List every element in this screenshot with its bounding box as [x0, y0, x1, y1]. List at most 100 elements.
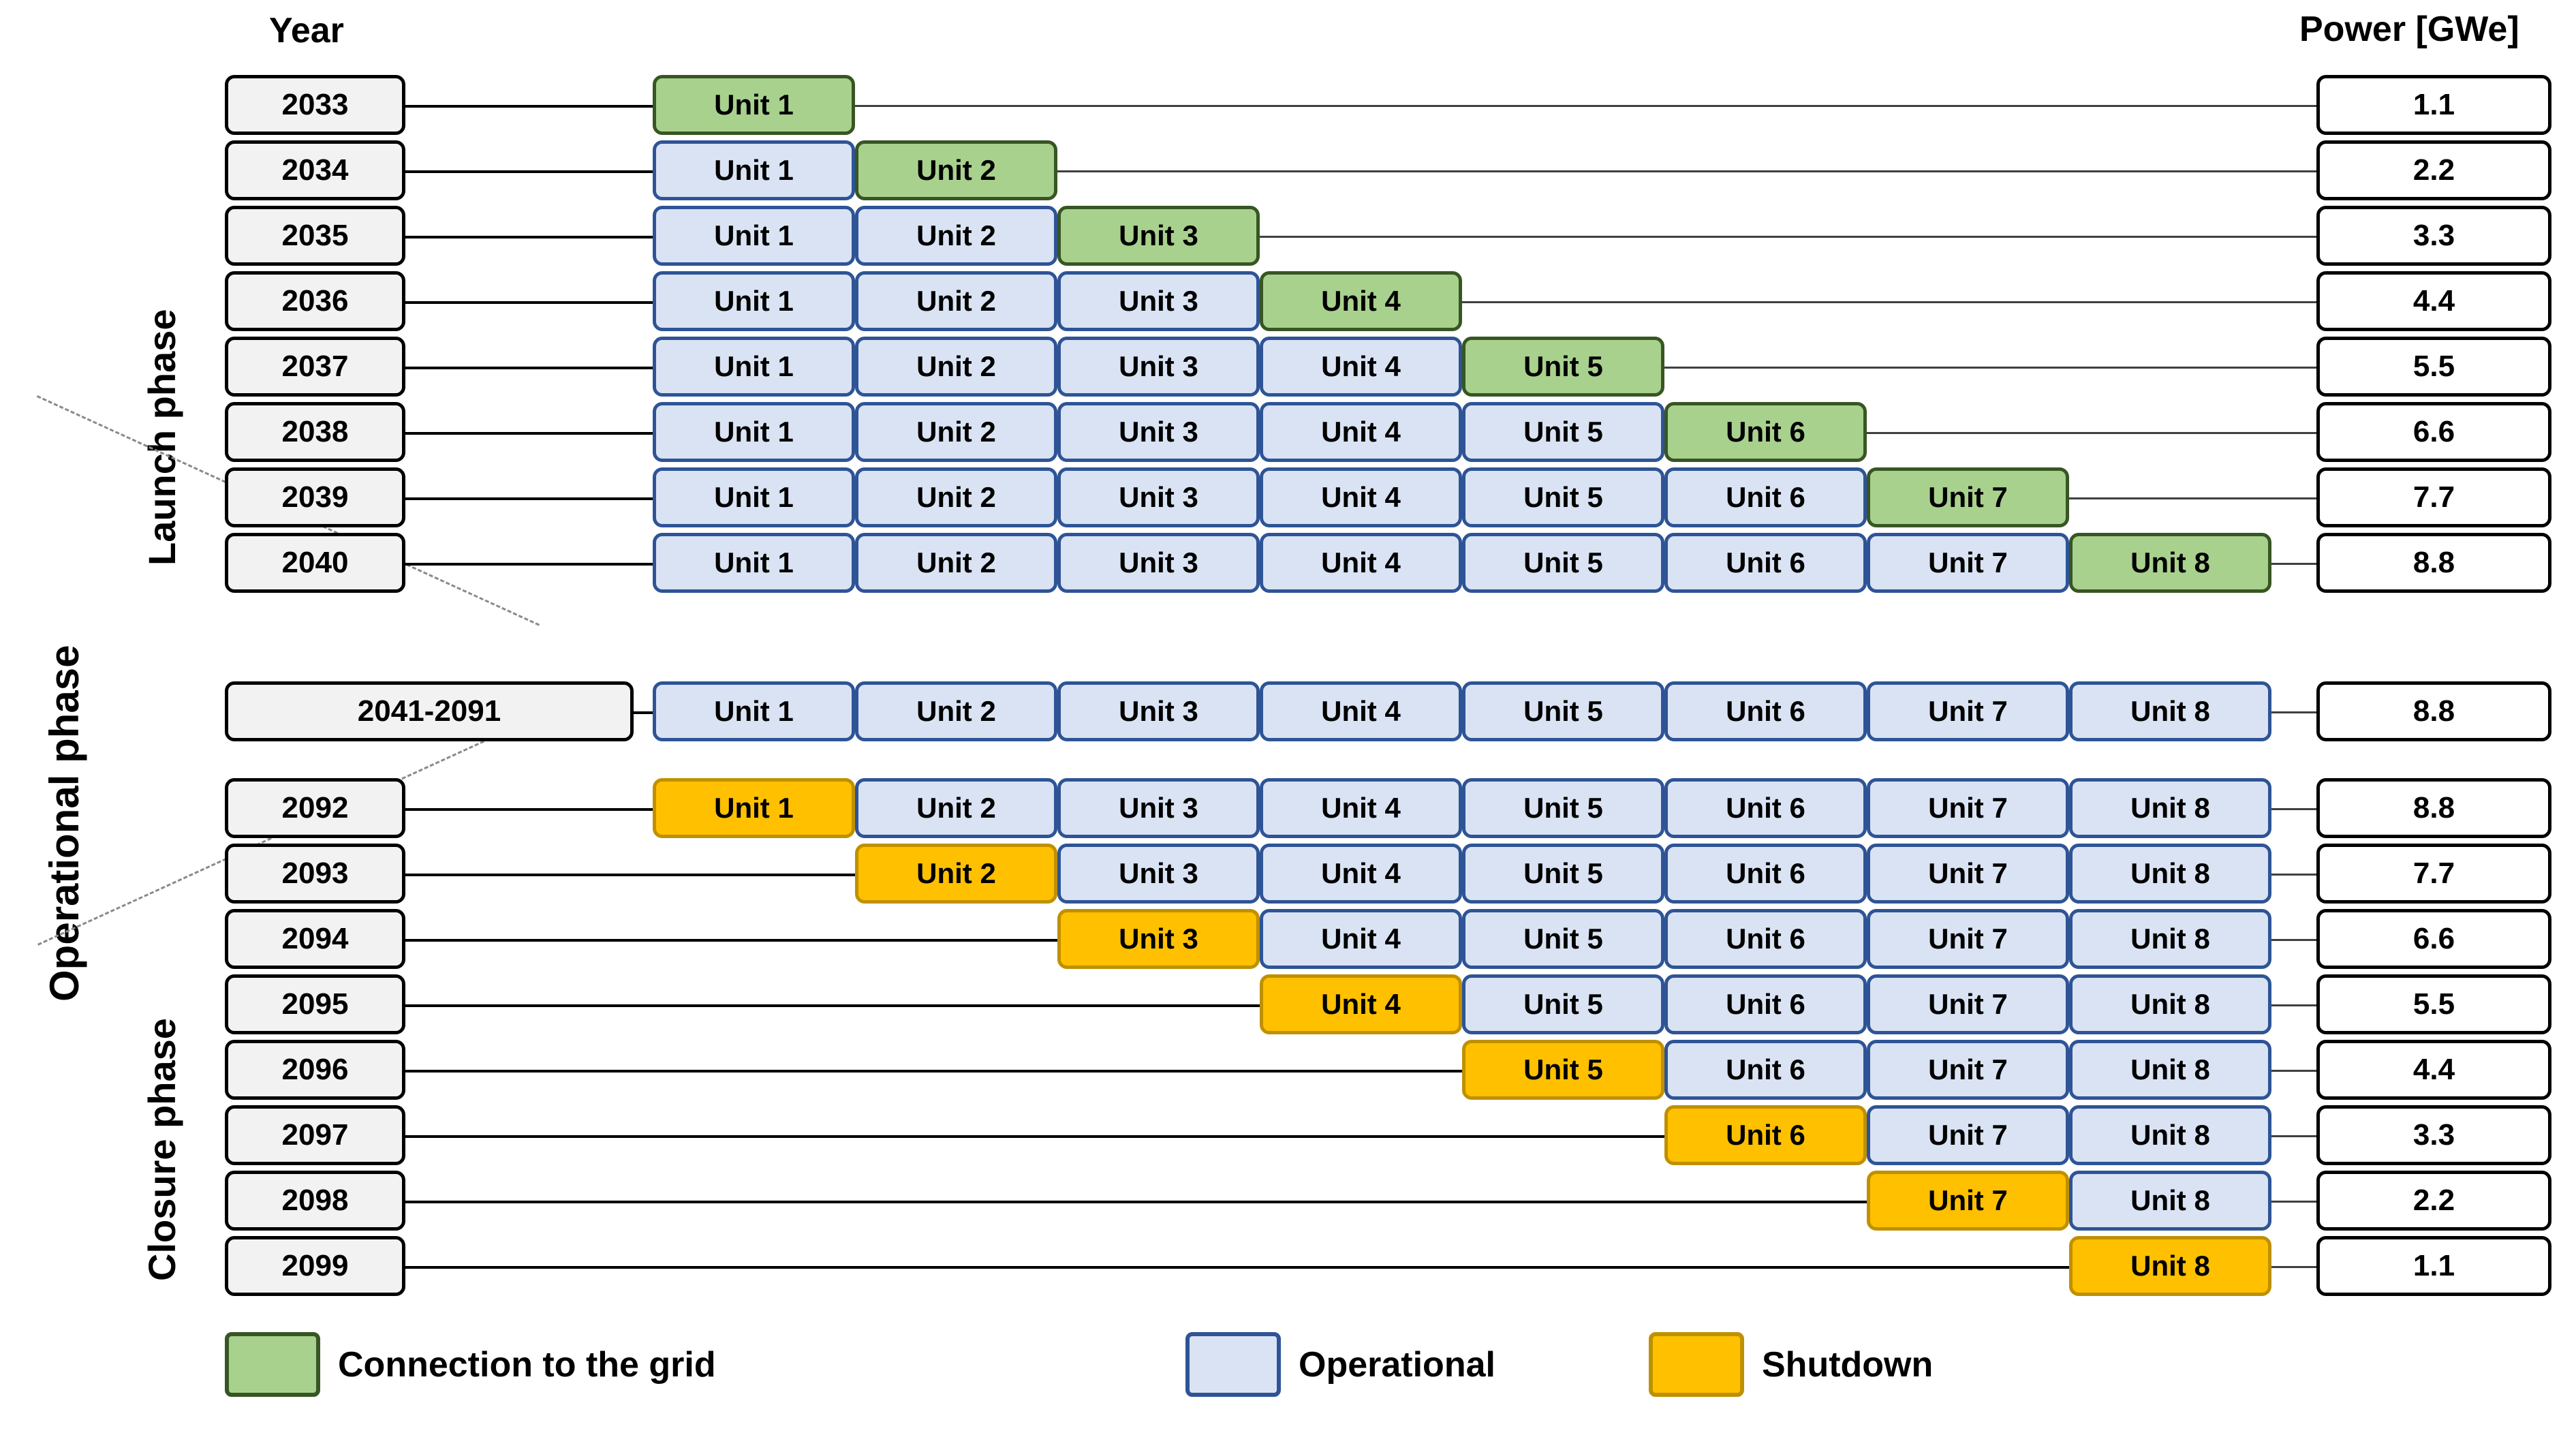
unit-box[interactable]: Unit 8 [2069, 1171, 2271, 1231]
unit-box[interactable]: Unit 5 [1462, 844, 1664, 904]
unit-box[interactable]: Unit 2 [855, 402, 1057, 462]
unit-box[interactable]: Unit 2 [855, 337, 1057, 397]
unit-box[interactable]: Unit 1 [653, 681, 855, 741]
unit-box[interactable]: Unit 4 [1260, 974, 1462, 1034]
unit-box[interactable]: Unit 7 [1867, 974, 2069, 1034]
unit-box[interactable]: Unit 1 [653, 778, 855, 838]
power-box[interactable]: 1.1 [2316, 75, 2551, 135]
unit-box[interactable]: Unit 4 [1260, 337, 1462, 397]
unit-box[interactable]: Unit 4 [1260, 909, 1462, 969]
year-box[interactable]: 2035 [225, 206, 405, 266]
unit-box[interactable]: Unit 3 [1057, 271, 1260, 331]
year-box[interactable]: 2097 [225, 1105, 405, 1165]
year-box[interactable]: 2096 [225, 1040, 405, 1100]
power-box[interactable]: 7.7 [2316, 844, 2551, 904]
unit-box[interactable]: Unit 1 [653, 206, 855, 266]
unit-box[interactable]: Unit 6 [1664, 402, 1867, 462]
unit-box[interactable]: Unit 4 [1260, 681, 1462, 741]
unit-box[interactable]: Unit 4 [1260, 533, 1462, 593]
unit-box[interactable]: Unit 2 [855, 140, 1057, 200]
unit-box[interactable]: Unit 4 [1260, 778, 1462, 838]
unit-box[interactable]: Unit 6 [1664, 974, 1867, 1034]
year-box[interactable]: 2036 [225, 271, 405, 331]
unit-box[interactable]: Unit 6 [1664, 778, 1867, 838]
unit-box[interactable]: Unit 5 [1462, 337, 1664, 397]
unit-box[interactable]: Unit 6 [1664, 467, 1867, 527]
unit-box[interactable]: Unit 2 [855, 681, 1057, 741]
power-box[interactable]: 4.4 [2316, 271, 2551, 331]
unit-box[interactable]: Unit 8 [2069, 681, 2271, 741]
unit-box[interactable]: Unit 3 [1057, 206, 1260, 266]
power-box[interactable]: 6.6 [2316, 402, 2551, 462]
power-box[interactable]: 4.4 [2316, 1040, 2551, 1100]
unit-box[interactable]: Unit 5 [1462, 402, 1664, 462]
unit-box[interactable]: Unit 3 [1057, 681, 1260, 741]
unit-box[interactable]: Unit 8 [2069, 533, 2271, 593]
unit-box[interactable]: Unit 5 [1462, 681, 1664, 741]
unit-box[interactable]: Unit 6 [1664, 533, 1867, 593]
unit-box[interactable]: Unit 2 [855, 778, 1057, 838]
unit-box[interactable]: Unit 1 [653, 337, 855, 397]
power-box[interactable]: 3.3 [2316, 206, 2551, 266]
power-box[interactable]: 7.7 [2316, 467, 2551, 527]
unit-box[interactable]: Unit 7 [1867, 681, 2069, 741]
year-box[interactable]: 2039 [225, 467, 405, 527]
year-box[interactable]: 2094 [225, 909, 405, 969]
year-box[interactable]: 2033 [225, 75, 405, 135]
unit-box[interactable]: Unit 2 [855, 271, 1057, 331]
power-box[interactable]: 1.1 [2316, 1236, 2551, 1296]
power-box[interactable]: 8.8 [2316, 681, 2551, 741]
unit-box[interactable]: Unit 1 [653, 467, 855, 527]
unit-box[interactable]: Unit 6 [1664, 681, 1867, 741]
unit-box[interactable]: Unit 4 [1260, 844, 1462, 904]
unit-box[interactable]: Unit 1 [653, 75, 855, 135]
power-box[interactable]: 5.5 [2316, 337, 2551, 397]
unit-box[interactable]: Unit 1 [653, 140, 855, 200]
power-box[interactable]: 2.2 [2316, 140, 2551, 200]
year-box[interactable]: 2041-2091 [225, 681, 634, 741]
unit-box[interactable]: Unit 6 [1664, 1105, 1867, 1165]
unit-box[interactable]: Unit 8 [2069, 974, 2271, 1034]
unit-box[interactable]: Unit 5 [1462, 909, 1664, 969]
year-box[interactable]: 2093 [225, 844, 405, 904]
unit-box[interactable]: Unit 8 [2069, 909, 2271, 969]
unit-box[interactable]: Unit 7 [1867, 467, 2069, 527]
unit-box[interactable]: Unit 8 [2069, 1040, 2271, 1100]
unit-box[interactable]: Unit 5 [1462, 1040, 1664, 1100]
unit-box[interactable]: Unit 3 [1057, 844, 1260, 904]
unit-box[interactable]: Unit 7 [1867, 1105, 2069, 1165]
power-box[interactable]: 8.8 [2316, 778, 2551, 838]
unit-box[interactable]: Unit 5 [1462, 533, 1664, 593]
unit-box[interactable]: Unit 4 [1260, 467, 1462, 527]
unit-box[interactable]: Unit 7 [1867, 533, 2069, 593]
unit-box[interactable]: Unit 1 [653, 533, 855, 593]
unit-box[interactable]: Unit 7 [1867, 844, 2069, 904]
unit-box[interactable]: Unit 4 [1260, 402, 1462, 462]
unit-box[interactable]: Unit 2 [855, 533, 1057, 593]
unit-box[interactable]: Unit 8 [2069, 844, 2271, 904]
unit-box[interactable]: Unit 3 [1057, 402, 1260, 462]
year-box[interactable]: 2034 [225, 140, 405, 200]
power-box[interactable]: 8.8 [2316, 533, 2551, 593]
year-box[interactable]: 2038 [225, 402, 405, 462]
year-box[interactable]: 2037 [225, 337, 405, 397]
power-box[interactable]: 6.6 [2316, 909, 2551, 969]
power-box[interactable]: 5.5 [2316, 974, 2551, 1034]
unit-box[interactable]: Unit 7 [1867, 1171, 2069, 1231]
unit-box[interactable]: Unit 3 [1057, 337, 1260, 397]
unit-box[interactable]: Unit 7 [1867, 909, 2069, 969]
year-box[interactable]: 2095 [225, 974, 405, 1034]
unit-box[interactable]: Unit 1 [653, 271, 855, 331]
year-box[interactable]: 2040 [225, 533, 405, 593]
unit-box[interactable]: Unit 6 [1664, 1040, 1867, 1100]
unit-box[interactable]: Unit 6 [1664, 844, 1867, 904]
unit-box[interactable]: Unit 3 [1057, 909, 1260, 969]
unit-box[interactable]: Unit 3 [1057, 533, 1260, 593]
power-box[interactable]: 2.2 [2316, 1171, 2551, 1231]
unit-box[interactable]: Unit 5 [1462, 778, 1664, 838]
unit-box[interactable]: Unit 2 [855, 844, 1057, 904]
unit-box[interactable]: Unit 4 [1260, 271, 1462, 331]
power-box[interactable]: 3.3 [2316, 1105, 2551, 1165]
unit-box[interactable]: Unit 7 [1867, 1040, 2069, 1100]
year-box[interactable]: 2092 [225, 778, 405, 838]
